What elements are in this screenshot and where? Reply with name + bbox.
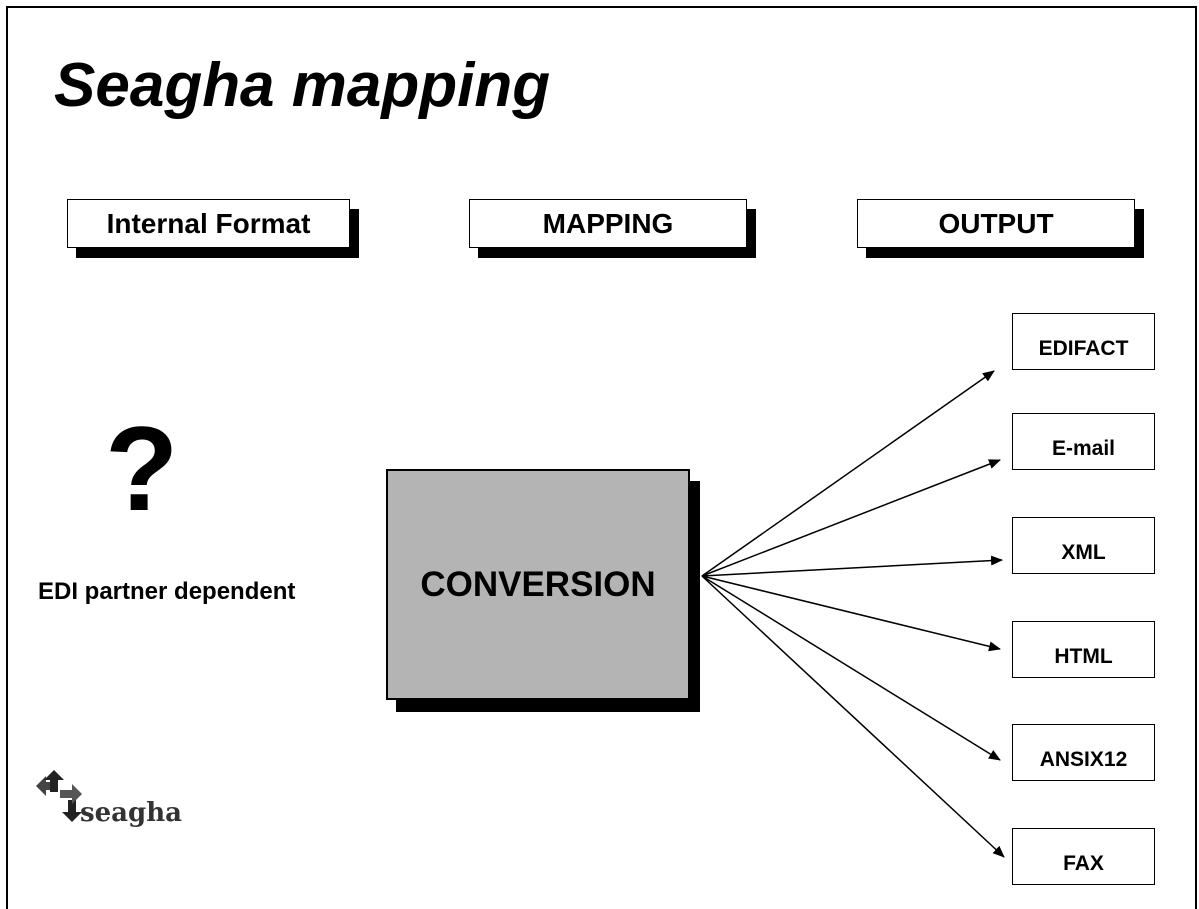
- arrow-to-fax: [701, 575, 1005, 858]
- output-label: XML: [1061, 541, 1106, 564]
- output-label: EDIFACT: [1038, 337, 1129, 360]
- conversion-label: CONVERSION: [420, 564, 656, 604]
- slide-frame: [6, 6, 1197, 909]
- output-label: E-mail: [1051, 437, 1116, 460]
- header-internal-format: Internal Format: [67, 199, 350, 248]
- output-label: ANSIX12: [1039, 748, 1128, 771]
- arrow-to-edifact: [701, 370, 995, 577]
- question-mark: ?: [105, 402, 179, 536]
- output-fax: FAX: [1012, 828, 1155, 885]
- output-ansix12: ANSIX12: [1012, 724, 1155, 781]
- output-edifact: EDIFACT: [1012, 313, 1155, 370]
- arrow-to-xml: [701, 555, 1003, 577]
- header-output: OUTPUT: [857, 199, 1135, 248]
- output-xml: XML: [1012, 517, 1155, 574]
- arrow-to-email: [701, 459, 1001, 577]
- arrow-to-ansix12: [701, 575, 1001, 761]
- conversion-box: CONVERSION: [386, 469, 690, 700]
- logo-text: seagha: [80, 798, 182, 828]
- header-mapping: MAPPING: [469, 199, 747, 248]
- slide-title: Seagha mapping: [54, 51, 551, 120]
- edi-partner-label: EDI partner dependent: [38, 578, 296, 605]
- arrow-to-html: [701, 575, 1001, 652]
- output-label: FAX: [1063, 852, 1104, 875]
- output-html: HTML: [1012, 621, 1155, 678]
- output-label: HTML: [1054, 645, 1113, 668]
- output-email: E-mail: [1012, 413, 1155, 470]
- seagha-arrows-logo-icon: [36, 770, 82, 822]
